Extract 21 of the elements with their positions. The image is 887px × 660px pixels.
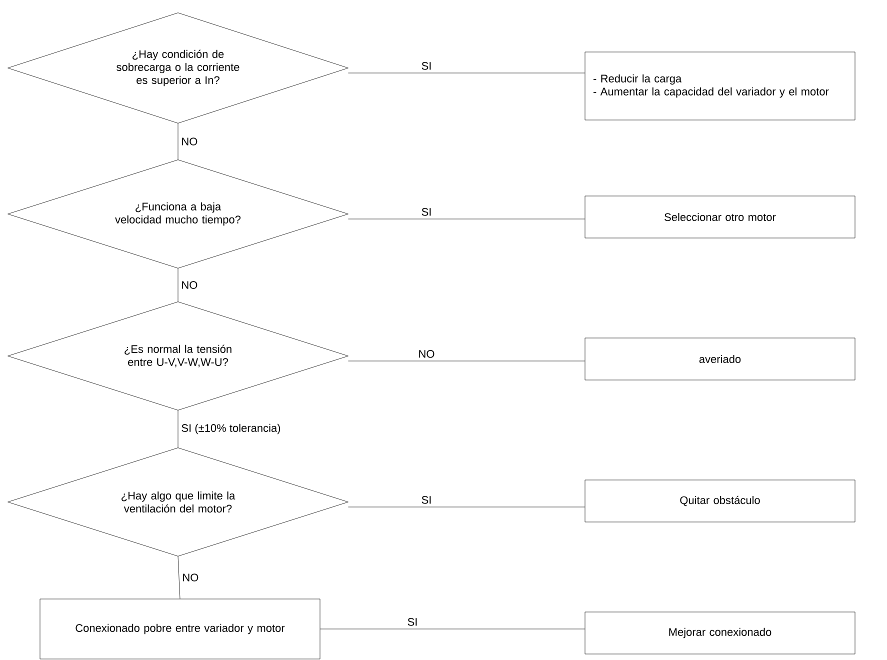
edge-label: SI (±10% tolerancia): [182, 424, 280, 434]
connector-line: [178, 556, 180, 599]
process-box: Mejorar conexionado: [584, 612, 856, 654]
edge-label: SI: [422, 62, 431, 70]
edge-label: SI: [422, 496, 431, 504]
connector-line: [348, 218, 585, 220]
process-box: Quitar obstáculo: [584, 480, 856, 522]
edge-label: NO: [182, 281, 198, 289]
process-box: Conexionado pobre entre variador y motor: [40, 598, 320, 660]
connector-line: [320, 628, 585, 630]
edge-label: SI: [422, 208, 431, 216]
process-box: Seleccionar otro motor: [584, 196, 856, 238]
process-box: - Reducir la carga - Aumentar la capacidad del variador y el motor: [584, 52, 856, 120]
edge-label: NO: [182, 138, 198, 146]
process-box: averiado: [584, 338, 856, 380]
edge-label: NO: [183, 574, 198, 582]
connector-line: [348, 360, 585, 362]
connector-line: [348, 72, 585, 74]
edge-label: SI: [408, 618, 417, 626]
edge-label: NO: [419, 350, 434, 358]
connector-line: [348, 506, 585, 508]
